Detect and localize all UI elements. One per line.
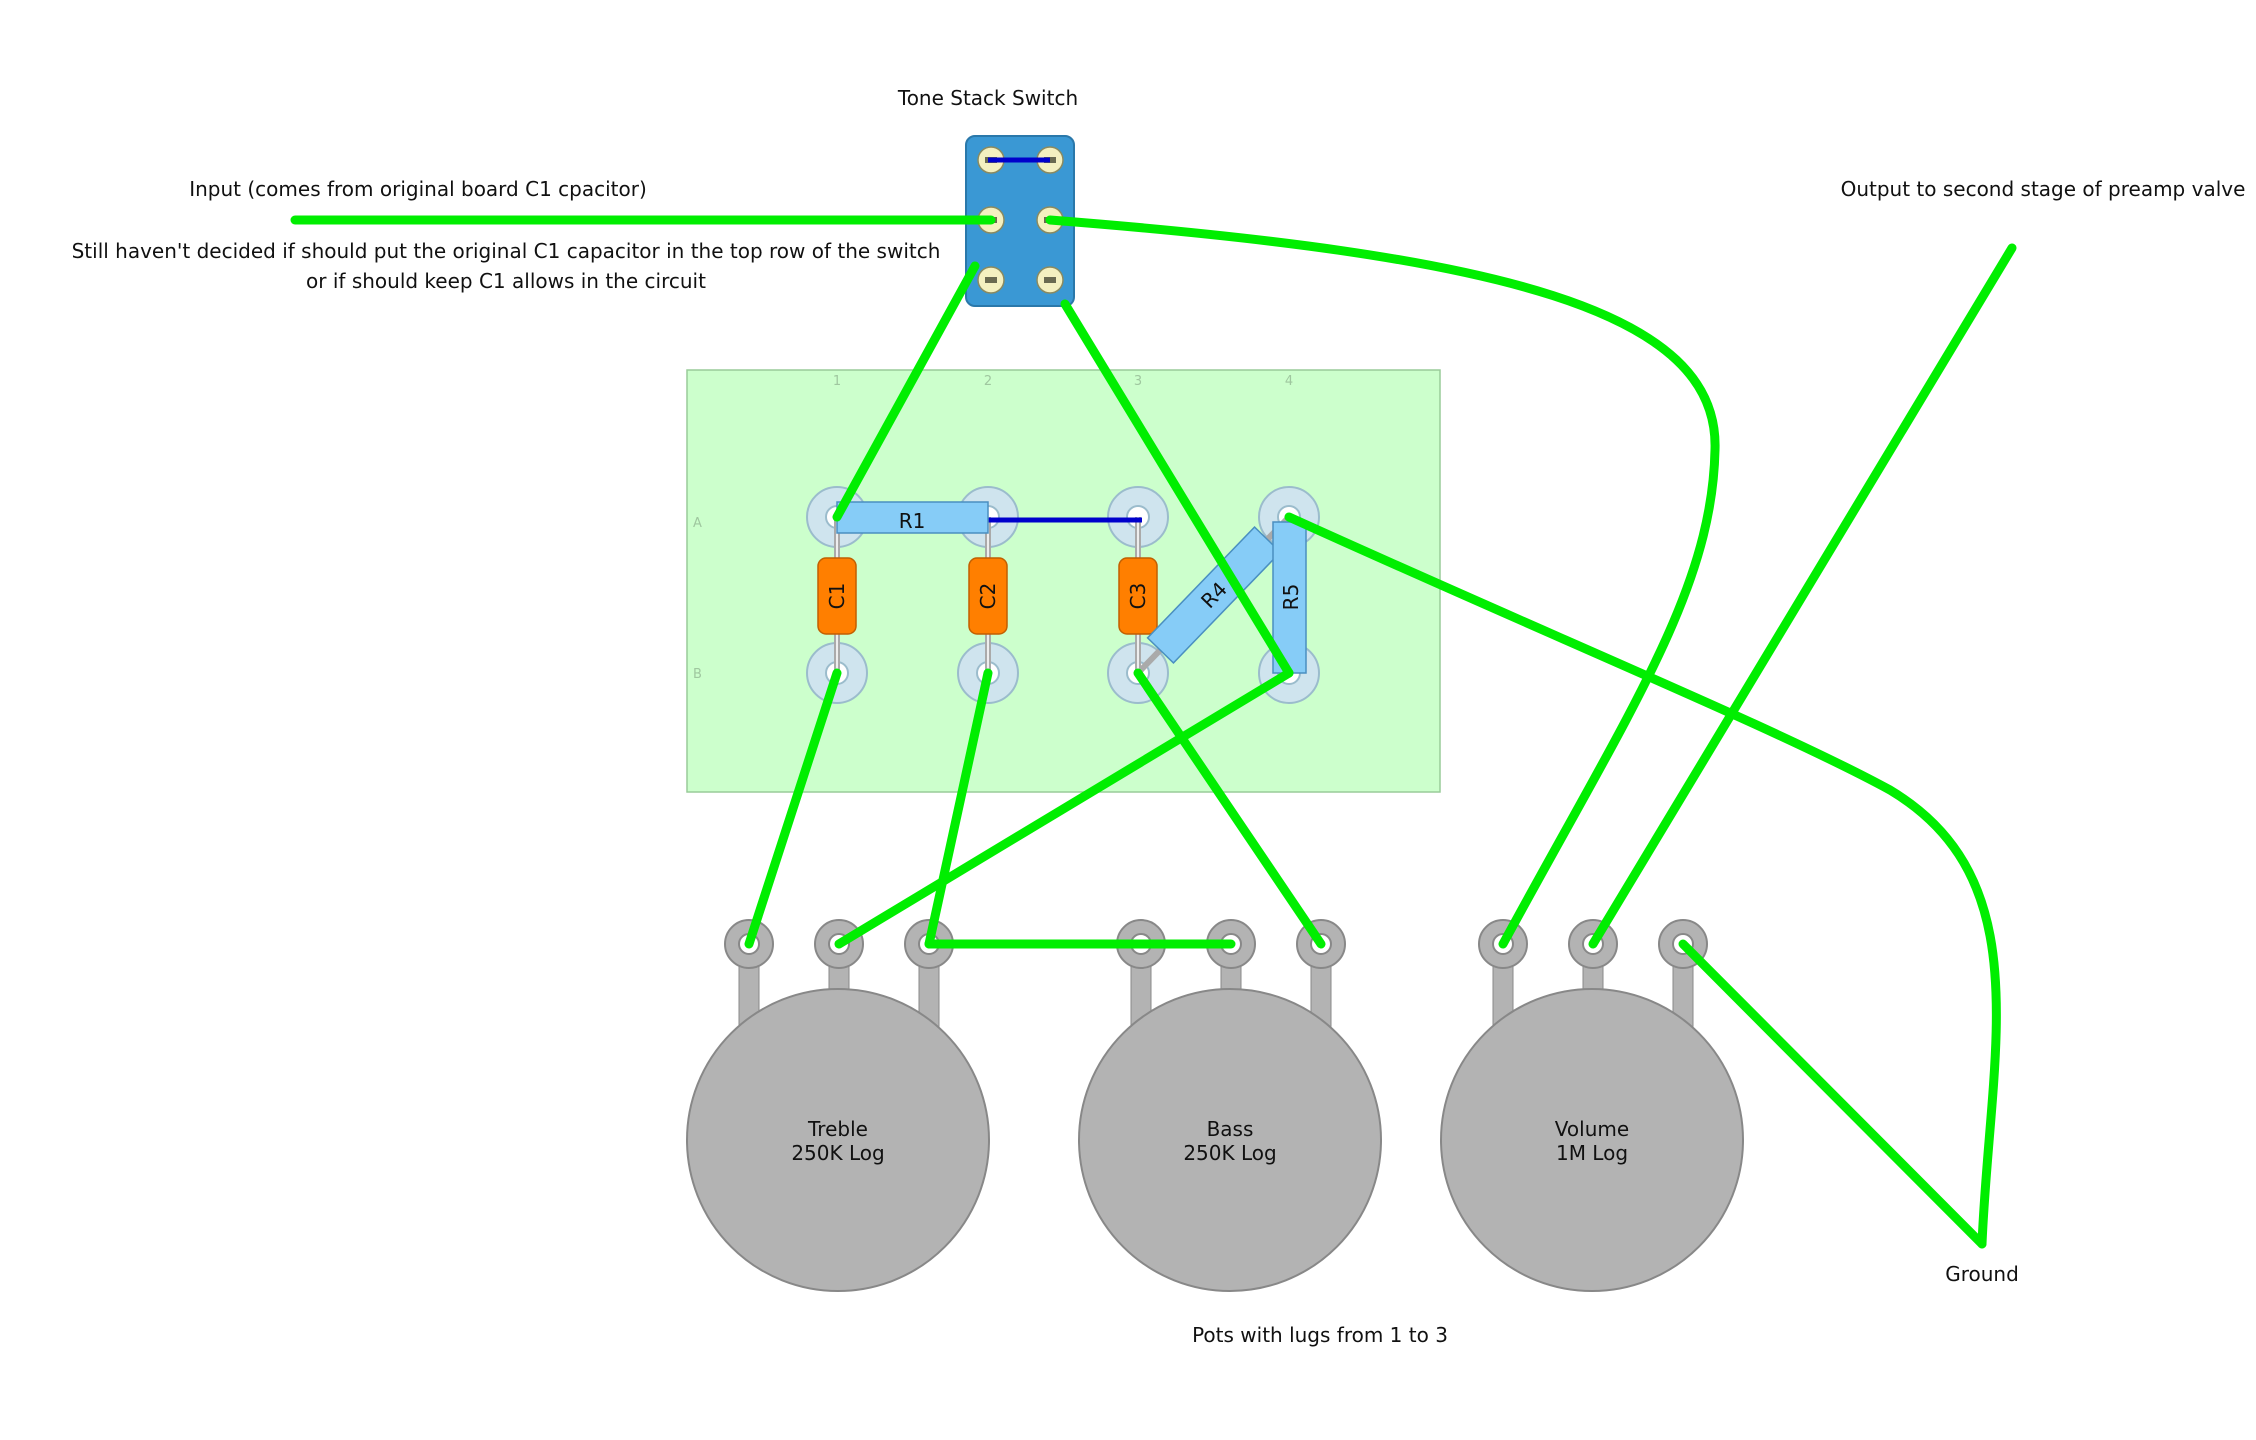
wire-switch-to-volume-lug1[interactable]	[1045, 215, 1720, 949]
column-label-3: 3	[1134, 374, 1142, 389]
input-note: Input (comes from original board C1 cpac…	[189, 177, 647, 201]
switch-lug-bottom-left[interactable]	[977, 266, 1005, 294]
row-label-b: B	[693, 667, 702, 682]
doubt-note-line1: Still haven't decided if should put the …	[72, 239, 941, 263]
capacitor-c2[interactable]: C2	[968, 557, 1008, 635]
tone-stack-switch[interactable]	[965, 135, 1075, 307]
pot-bass-value: 250K Log	[1183, 1141, 1276, 1165]
pot-treble-value: 250K Log	[791, 1141, 884, 1165]
wire-c2-to-treble-lug3[interactable]	[924, 668, 993, 949]
resistor-r1-label: R1	[899, 509, 926, 533]
wire-r4-to-treble-lug2[interactable]	[834, 668, 1294, 949]
pot-volume-value: 1M Log	[1556, 1141, 1628, 1165]
board-area	[686, 369, 1441, 793]
wires	[290, 215, 2017, 1249]
output-note: Output to second stage of preamp valve	[1841, 177, 2246, 201]
resistor-r4[interactable]: R4	[1146, 526, 1282, 664]
capacitor-c1[interactable]: C1	[817, 557, 857, 635]
wire-switch-to-r1[interactable]	[832, 261, 980, 522]
wire-volume-lug3-to-ground[interactable]	[1678, 939, 1987, 1249]
switch-title: Tone Stack Switch	[897, 86, 1078, 110]
column-label-2: 2	[984, 374, 992, 389]
wire-c1-to-treble-lug1[interactable]	[744, 668, 842, 949]
capacitor-c1-label: C1	[825, 583, 849, 610]
pot-bass-name: Bass	[1207, 1117, 1254, 1141]
switch-lug-bottom-right[interactable]	[1036, 266, 1064, 294]
row-label-a: A	[693, 516, 702, 531]
wire-c3-to-bass-lug3[interactable]	[1133, 668, 1326, 949]
pot-treble-name: Treble	[807, 1117, 868, 1141]
pot-treble-body	[686, 988, 990, 1292]
pot-treble[interactable]: Treble 250K Log	[686, 919, 990, 1292]
ground-label: Ground	[1945, 1262, 2019, 1286]
pot-volume[interactable]: Volume 1M Log	[1440, 919, 1744, 1292]
pots-note: Pots with lugs from 1 to 3	[1192, 1323, 1448, 1347]
pot-bass-body	[1078, 988, 1382, 1292]
pot-volume-body	[1440, 988, 1744, 1292]
doubt-note-line2: or if should keep C1 allows in the circu…	[306, 269, 706, 293]
wire-switch-to-r5[interactable]	[1060, 299, 1294, 678]
pot-bass[interactable]: Bass 250K Log	[1078, 919, 1382, 1292]
column-label-4: 4	[1285, 374, 1293, 389]
wire-r5-to-ground[interactable]	[1284, 512, 2001, 1249]
pot-volume-name: Volume	[1555, 1117, 1629, 1141]
resistor-r5-label: R5	[1279, 584, 1303, 611]
column-label-1: 1	[833, 374, 841, 389]
wire-output[interactable]	[1588, 243, 2017, 949]
capacitor-c2-label: C2	[976, 583, 1000, 610]
capacitor-c3-label: C3	[1126, 583, 1150, 610]
stripboard: 1 2 3 4 A B	[686, 369, 1441, 793]
capacitor-c3[interactable]: C3	[1118, 557, 1158, 635]
resistor-r1[interactable]: R1	[836, 501, 989, 534]
